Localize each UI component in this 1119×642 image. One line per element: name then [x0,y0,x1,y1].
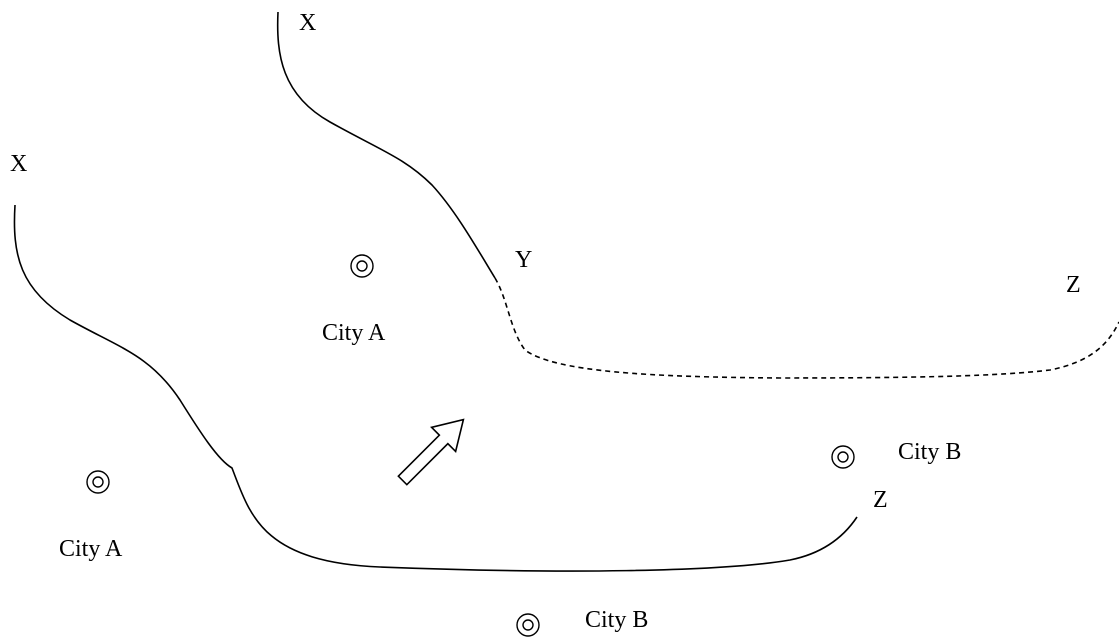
double-circle-icon [86,470,110,494]
double-circle-icon [516,613,540,637]
movement-arrow-icon [397,418,465,486]
upper-z-label: Z [1066,272,1081,298]
upper-city-a-label: City A [322,320,386,346]
upper-boundary-line [276,11,496,279]
lower-city-a-label: City A [59,536,123,562]
lower-x-label: X [10,151,27,177]
upper-y-label: Y [515,247,532,273]
double-circle-icon [831,445,855,469]
double-circle-icon [350,254,374,278]
lower-z-label: Z [873,487,888,513]
upper-x-label: X [299,10,316,36]
upper-city-b-label: City B [898,439,961,465]
upper-boundary-dashed-line [494,277,1119,379]
lower-city-b-label: City B [585,607,648,633]
lower-boundary-line [13,204,858,572]
